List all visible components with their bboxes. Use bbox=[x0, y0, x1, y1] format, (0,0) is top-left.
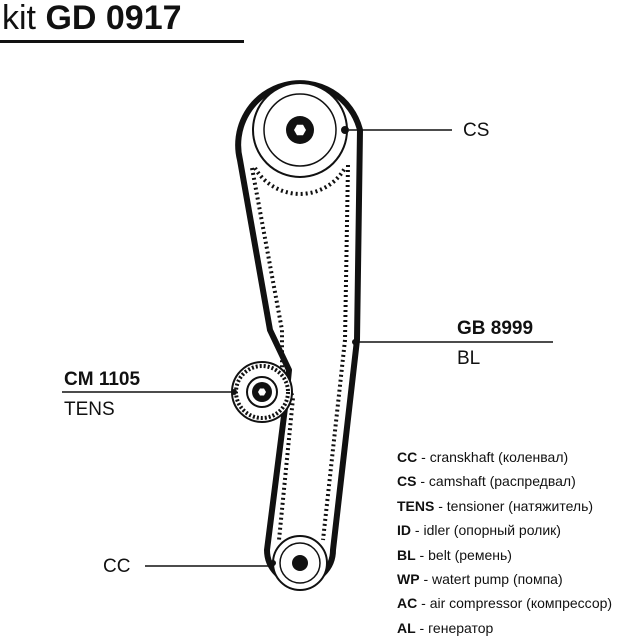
tensioner-part-number: CM 1105 bbox=[64, 369, 141, 390]
legend-abbr: CS bbox=[397, 473, 417, 490]
legend-desc: idler (опорный ролик) bbox=[423, 522, 561, 539]
legend-separator: - bbox=[419, 571, 433, 588]
legend-desc: генератор bbox=[428, 619, 494, 636]
legend-desc: watert pump (помпа) bbox=[432, 571, 563, 588]
tensioner-pulley bbox=[231, 361, 293, 423]
legend-abbr: BL bbox=[397, 546, 416, 563]
legend-desc: cranskhaft (коленвал) bbox=[429, 449, 569, 465]
legend-separator: - bbox=[416, 473, 429, 490]
legend-abbr: AC bbox=[397, 595, 418, 612]
legend-separator: - bbox=[415, 619, 429, 636]
legend-abbr: CC bbox=[397, 449, 418, 465]
abbreviation-legend: CC - cranskhaft (коленвал) CS - camshaft… bbox=[397, 445, 612, 640]
legend-separator: - bbox=[417, 595, 430, 612]
crankshaft-label: CC bbox=[103, 556, 131, 577]
legend-separator: - bbox=[434, 497, 447, 514]
legend-item: WP - watert pump (помпа) bbox=[397, 567, 612, 591]
kit-title-prefix: kit bbox=[2, 0, 36, 37]
tensioner-label: TENS bbox=[64, 399, 115, 420]
legend-separator: - bbox=[415, 546, 429, 563]
legend-desc: tensioner (натяжитель) bbox=[446, 497, 594, 514]
legend-item: BL - belt (ремень) bbox=[397, 543, 612, 567]
legend-separator: - bbox=[411, 522, 424, 539]
legend-abbr: AL bbox=[397, 619, 416, 636]
legend-desc: belt (ремень) bbox=[428, 546, 512, 563]
legend-abbr: ID bbox=[397, 522, 411, 539]
crankshaft-pulley bbox=[270, 535, 328, 591]
legend-desc: air compressor (компрессор) bbox=[429, 595, 613, 612]
legend-abbr: WP bbox=[397, 571, 420, 588]
camshaft-pulley bbox=[252, 82, 349, 178]
title-underline bbox=[0, 40, 244, 43]
kit-title-code: GD 0917 bbox=[45, 0, 182, 37]
belt-part-number: GB 8999 bbox=[457, 318, 534, 339]
legend-item: AL - генератор bbox=[397, 616, 612, 640]
legend-item: ID - idler (опорный ролик) bbox=[397, 518, 612, 542]
legend-item: CC - cranskhaft (коленвал) bbox=[397, 445, 612, 469]
kit-title: kit GD 0917 bbox=[2, 0, 182, 38]
legend-abbr: TENS bbox=[397, 497, 435, 514]
legend-item: TENS - tensioner (натяжитель) bbox=[397, 494, 612, 518]
legend-item: CS - camshaft (распредвал) bbox=[397, 469, 612, 493]
legend-desc: camshaft (распредвал) bbox=[428, 473, 576, 490]
legend-separator: - bbox=[417, 449, 430, 465]
belt-label: BL bbox=[457, 348, 481, 369]
camshaft-label: CS bbox=[463, 120, 490, 141]
legend-item: AC - air compressor (компрессор) bbox=[397, 591, 612, 615]
belt-teeth-right bbox=[321, 164, 350, 541]
belt-callout-dot bbox=[352, 339, 358, 345]
